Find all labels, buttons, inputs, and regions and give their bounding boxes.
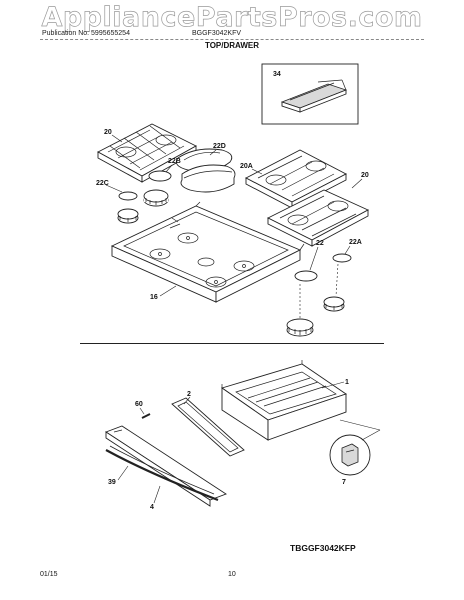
callout-16: 16 [150,294,158,301]
footer-date: 01/15 [40,571,58,578]
publication-number: Publication No: 5995655254 [42,30,130,37]
model-number: BGGF3042KFV [192,30,242,37]
callout-22c: 22C [96,180,109,187]
part-39-drawer-handle [105,445,219,502]
callout-20-right: 20 [361,172,369,179]
part-4-drawer-front [105,425,227,507]
callout-34: 34 [273,71,281,78]
part-burner-head-left [143,189,169,207]
callout-22: 22 [316,240,324,247]
section-divider [80,343,384,344]
callout-20a: 20A [240,163,253,170]
part-oval-burner-base [180,164,236,193]
part-burner-head-right-small [323,296,345,312]
part-22b-burner-cap [148,170,172,182]
callout-4: 4 [150,504,154,511]
callout-7: 7 [342,479,346,486]
diagram-code: TBGGF3042KFP [290,543,356,553]
callout-39: 39 [108,479,116,486]
section-title: TOP/DRAWER [204,41,260,50]
part-1-drawer-body [220,360,348,441]
part-60-screw [141,413,151,419]
part-20-right-front-grate [266,189,370,247]
callout-60: 60 [135,401,143,408]
callout-22b: 22B [168,158,181,165]
callout-1: 1 [345,379,349,386]
part-22-burner-cap [294,270,318,282]
part-20-left-grate [97,123,197,183]
part-22c-burner-cap [118,191,138,201]
callout-2: 2 [187,391,191,398]
callout-22d: 22D [213,143,226,150]
header-rule [40,39,424,40]
watermark: AppliancePartsPros.com [41,2,423,34]
footer-page-number: 10 [228,571,236,578]
part-34-griddle [261,63,359,125]
part-2-inner-drawer-panel [171,397,245,457]
part-16-cooktop [110,201,305,303]
callout-22a: 22A [349,239,362,246]
part-burner-head-right-large [286,318,314,337]
part-7-drawer-bracket [329,419,381,476]
callout-20-left: 20 [104,129,112,136]
part-burner-head-small [117,208,139,224]
part-22a-burner-cap [332,253,352,263]
